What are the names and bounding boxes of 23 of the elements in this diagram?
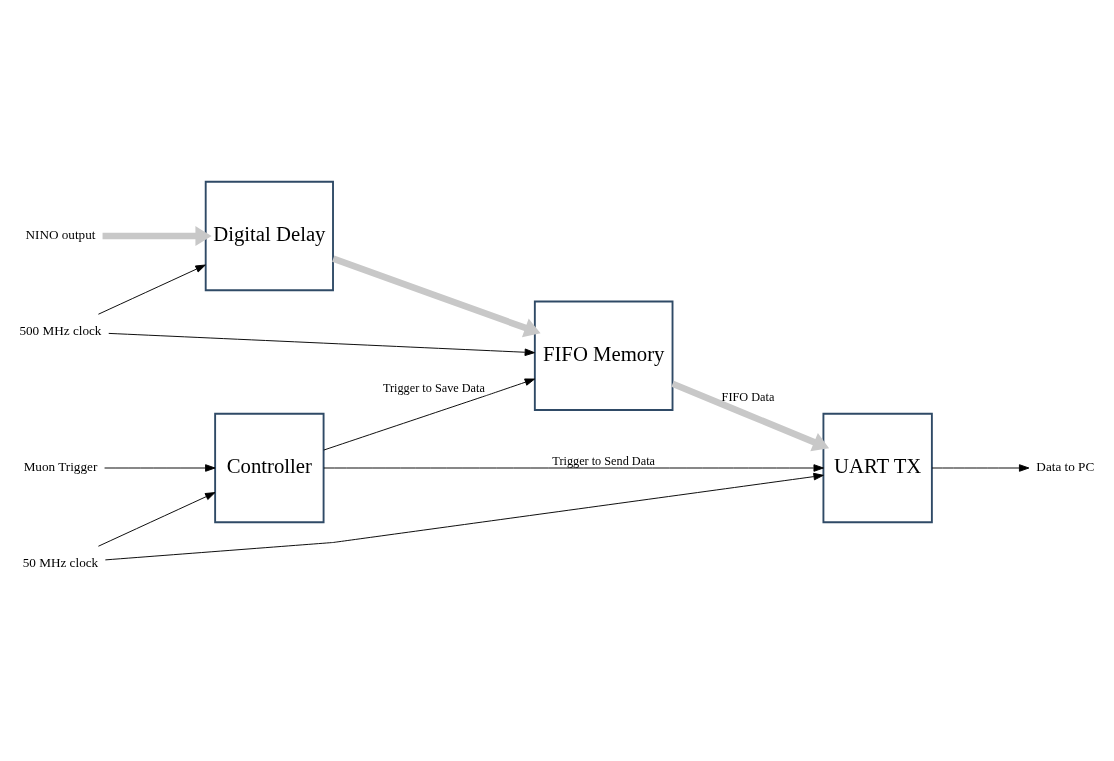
node-text: 500 MHz clock — [19, 322, 102, 338]
node-text: Muon Trigger — [23, 458, 98, 474]
arrow — [104, 463, 216, 472]
node-box: Digital Delay — [204, 180, 334, 291]
arrow — [102, 225, 212, 246]
node-box: FIFO Memory — [533, 300, 674, 411]
edge-label: Trigger to Save Data — [382, 380, 485, 395]
edge-label: FIFO Data — [721, 389, 775, 404]
arrow — [671, 380, 830, 451]
node-box: Controller — [214, 412, 325, 523]
arrow — [104, 472, 824, 560]
node-text: Data to PC — [1036, 458, 1095, 474]
arrow — [108, 332, 535, 356]
arrow — [97, 491, 216, 547]
arrow — [931, 463, 1030, 472]
node-text: 50 MHz clock — [22, 554, 99, 570]
node-box: UART TX — [822, 412, 933, 523]
arrow — [97, 264, 206, 315]
arrow — [323, 463, 824, 472]
arrow — [332, 255, 541, 337]
edge-label: Trigger to Send Data — [552, 453, 656, 468]
arrow — [323, 378, 536, 451]
node-text: NINO output — [25, 226, 96, 242]
